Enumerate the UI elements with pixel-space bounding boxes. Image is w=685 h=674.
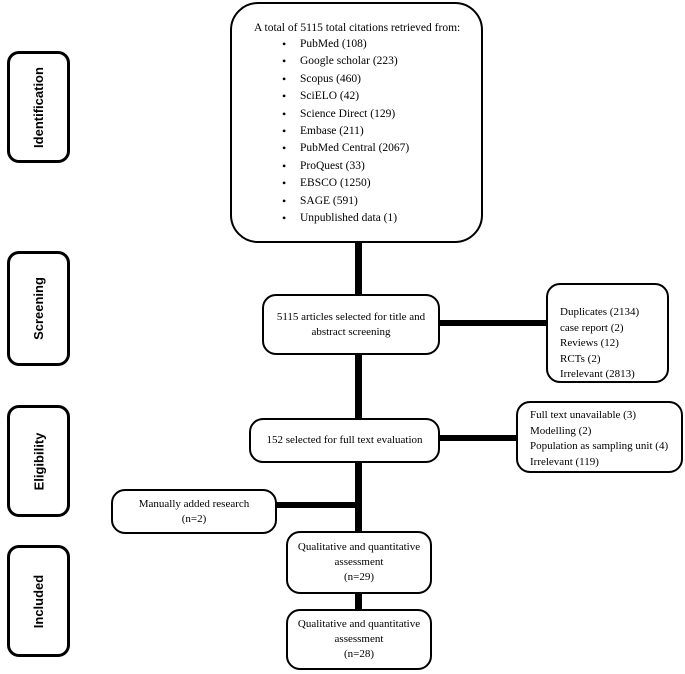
included1-line-2: assessment xyxy=(334,556,384,568)
identification-box: A total of 5115 total citations retrieve… xyxy=(230,2,483,243)
source-item: Science Direct (129) xyxy=(254,106,481,124)
eligibility-text: 152 selected for full text evaluation xyxy=(266,434,423,446)
included2-line-2: assessment xyxy=(334,633,384,645)
included1-line-3: (n=29) xyxy=(343,571,375,583)
source-item: Google scholar (223) xyxy=(254,53,481,71)
manual-research-box: Manually added research (n=2) xyxy=(111,489,277,534)
manual-line-1: Manually added research xyxy=(138,497,250,510)
source-item: PubMed (108) xyxy=(254,36,481,54)
connector-manual-added xyxy=(276,502,358,508)
connector-eligibility-excluded xyxy=(440,435,517,441)
stage-eligibility-label: Eligibility xyxy=(31,432,47,490)
connector-screening-excluded xyxy=(440,320,547,326)
stage-screening: Screening xyxy=(7,251,70,366)
stage-screening-label: Screening xyxy=(31,277,47,340)
excluded-item: Reviews (12) xyxy=(560,337,619,349)
excluded-item: Irrelevant (2813) xyxy=(560,368,635,380)
included-box-1: Qualitative and quantitative assessment … xyxy=(286,531,432,594)
eligibility-excluded-box: Full text unavailable (3) Modelling (2) … xyxy=(516,401,683,473)
stage-included-label: Included xyxy=(30,574,46,628)
eligibility-box: 152 selected for full text evaluation xyxy=(249,418,440,463)
included1-line-1: Qualitative and quantitative xyxy=(297,541,421,553)
excluded-item: Population as sampling unit (4) xyxy=(530,440,669,452)
included2-line-3: (n=28) xyxy=(343,648,375,660)
excluded-item: RCTs (2) xyxy=(560,352,601,365)
connector-identification-screening xyxy=(355,243,362,296)
source-item: EBSCO (1250) xyxy=(254,175,481,193)
included-box-2: Qualitative and quantitative assessment … xyxy=(286,609,432,670)
source-item: Embase (211) xyxy=(254,123,481,141)
excluded-item: Duplicates (2134) xyxy=(560,306,640,318)
stage-identification: Identification xyxy=(7,51,70,163)
screening-line-1: 5115 articles selected for title and xyxy=(276,310,426,323)
excluded-item: Irrelevant (119) xyxy=(530,455,599,468)
source-item: ProQuest (33) xyxy=(254,158,481,176)
source-item: SciELO (42) xyxy=(254,88,481,106)
manual-line-2: (n=2) xyxy=(181,512,207,525)
source-item: Unpublished data (1) xyxy=(254,210,481,228)
source-item: Scopus (460) xyxy=(254,71,481,89)
excluded-item: case report (2) xyxy=(560,321,624,334)
source-item: SAGE (591) xyxy=(254,193,481,211)
connector-screening-eligibility xyxy=(355,354,362,420)
source-list: PubMed (108) Google scholar (223) Scopus… xyxy=(254,36,481,228)
included2-line-1: Qualitative and quantitative xyxy=(297,618,421,630)
stage-included: Included xyxy=(7,545,70,657)
connector-included-included xyxy=(355,594,362,609)
screening-line-2: abstract screening xyxy=(311,325,391,338)
excluded-item: Full text unavailable (3) xyxy=(530,409,636,421)
source-item: PubMed Central (2067) xyxy=(254,140,481,158)
identification-title: A total of 5115 total citations retrieve… xyxy=(254,22,461,34)
stage-identification-label: Identification xyxy=(31,66,47,148)
screening-excluded-box: Duplicates (2134) case report (2) Review… xyxy=(546,283,669,383)
connector-eligibility-included xyxy=(355,463,362,533)
screening-box: 5115 articles selected for title and abs… xyxy=(262,294,440,355)
excluded-item: Modelling (2) xyxy=(530,424,592,437)
stage-eligibility: Eligibility xyxy=(7,405,70,517)
